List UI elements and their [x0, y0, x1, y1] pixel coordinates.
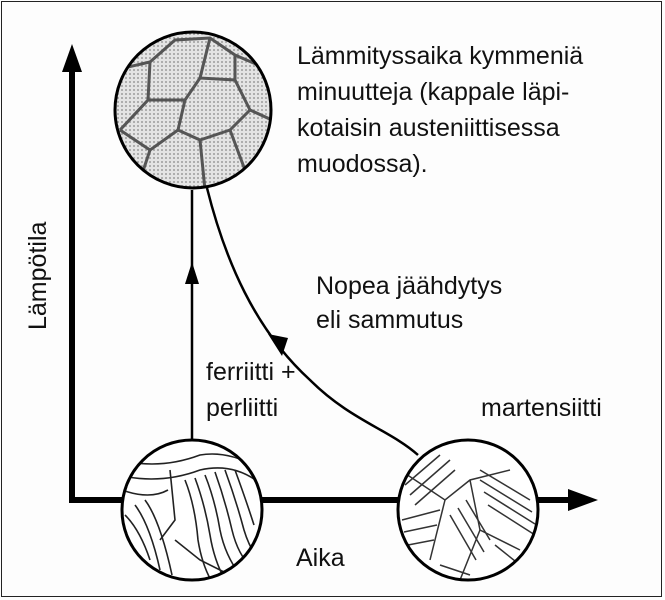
quench-line-2: eli sammutus — [316, 304, 463, 336]
heating-line-4: muodossa). — [297, 148, 428, 180]
heating-path — [185, 190, 199, 440]
austenite-grain-circle — [115, 32, 272, 190]
x-axis-arrowhead — [568, 489, 598, 511]
start-line-1: ferriitti + — [206, 356, 296, 388]
heating-line-3: kotaisin austeniittisessa — [297, 112, 560, 144]
y-axis-arrowhead — [62, 44, 82, 72]
martensite-circle — [398, 440, 538, 580]
quench-line-1: Nopea jäähdytys — [316, 270, 502, 302]
ferrite-pearlite-circle — [118, 440, 262, 582]
heating-line-2: minuutteja (kappale läpi- — [297, 76, 569, 108]
start-line-2: perliitti — [206, 392, 278, 424]
y-axis — [62, 44, 82, 500]
heating-line-1: Lämmityssaika kymmeniä — [297, 40, 583, 72]
y-axis-label: Lämpötila — [24, 222, 53, 330]
x-axis-label: Aika — [296, 542, 345, 574]
end-structure-label: martensiitti — [481, 392, 602, 424]
